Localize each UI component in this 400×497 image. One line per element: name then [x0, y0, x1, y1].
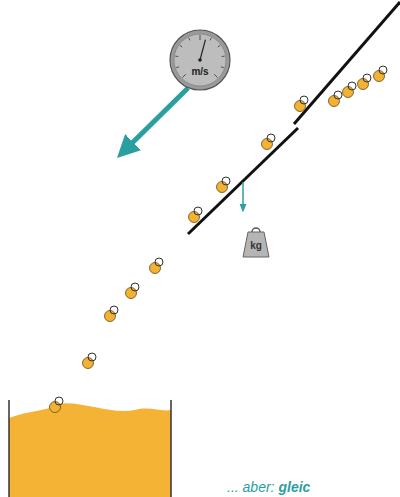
unit-label: kg [242, 240, 270, 251]
bulk-material [9, 403, 171, 497]
product-balls [50, 66, 388, 413]
gauge-outline [169, 29, 231, 91]
weight-symbol: kg [242, 226, 270, 258]
speed-arrow [125, 88, 188, 150]
note-text: ... aber: [227, 479, 274, 495]
note-text: gleic [278, 479, 310, 495]
container-wall [170, 400, 172, 497]
upper-chute [294, 2, 400, 124]
weight-arrow [242, 182, 244, 208]
weighing-chute [188, 128, 298, 234]
speed-gauge: m/s [169, 29, 231, 91]
container-wall [8, 400, 10, 497]
unit-label: m/s [169, 66, 231, 77]
note-line: ... aber:gleic [227, 479, 310, 495]
